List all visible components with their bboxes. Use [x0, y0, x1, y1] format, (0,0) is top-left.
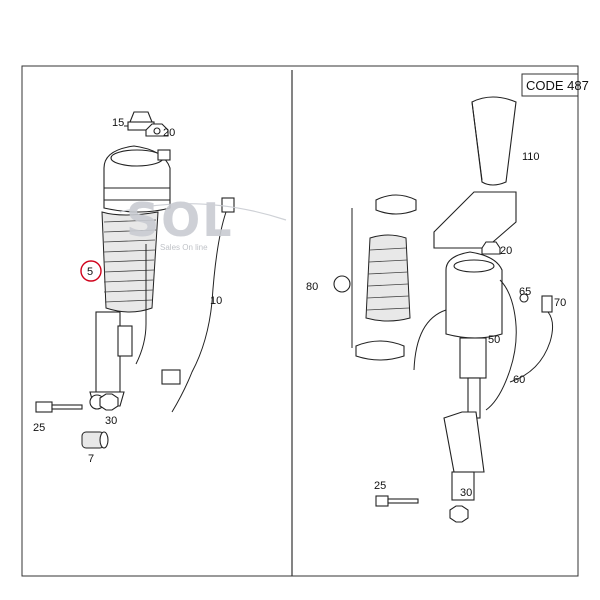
label-60: 60: [513, 374, 525, 386]
bushing-7: [81, 431, 109, 449]
left-assembly: 15 20 5 10 25 30 7: [33, 111, 235, 465]
cover-110: [433, 96, 517, 249]
clamp-80-bottom: [355, 340, 405, 361]
watermark-tagline: Sales On line: [160, 243, 208, 252]
code-box-label: CODE 487: [526, 78, 589, 93]
label-20-right: 20: [500, 245, 512, 257]
damper-tube: [89, 311, 133, 410]
bellows-80: [365, 234, 411, 322]
label-7: 7: [88, 453, 94, 465]
highlight-ring-5: [80, 260, 102, 282]
label-30-left: 30: [105, 415, 117, 427]
clamp-icon-80: [333, 275, 351, 293]
label-25-right: 25: [374, 480, 386, 492]
bellows-boot: [101, 211, 159, 313]
nut-30: [99, 393, 119, 411]
pipe-60-right: [509, 311, 554, 383]
diagram-frame: [21, 65, 579, 577]
label-25-left: 25: [33, 422, 45, 434]
bolt-25-right: [375, 495, 419, 507]
clamp-80-top: [375, 194, 417, 215]
label-30-right: 30: [460, 487, 472, 499]
right-assembly: 110 20 80 65 70 50 60 25 30: [306, 96, 566, 523]
watermark-swoosh-icon: [119, 203, 287, 221]
label-5: 5: [87, 266, 93, 278]
bolt-25: [35, 401, 83, 413]
nut-20-right: [481, 241, 501, 255]
label-110: 110: [522, 151, 540, 163]
air-strut-right: [443, 251, 503, 501]
label-15: 15: [112, 117, 124, 129]
pipe-50: [413, 309, 447, 371]
nut-20: [145, 123, 169, 137]
label-20-left: 20: [163, 127, 175, 139]
label-10: 10: [210, 295, 222, 307]
label-65: 65: [519, 286, 531, 298]
fitting-70: [541, 295, 553, 313]
pipe-60: [485, 279, 517, 411]
code-box: CODE 487: [521, 73, 589, 97]
watermark: SOL Sales On line: [119, 193, 287, 252]
label-50: 50: [488, 334, 500, 346]
air-strut-body: [103, 145, 171, 213]
label-80: 80: [306, 281, 318, 293]
fitting-65: [519, 293, 529, 303]
label-70: 70: [554, 297, 566, 309]
harness-10: [135, 197, 235, 413]
nut-30-right: [449, 505, 469, 523]
watermark-brand: SOL: [126, 193, 234, 247]
